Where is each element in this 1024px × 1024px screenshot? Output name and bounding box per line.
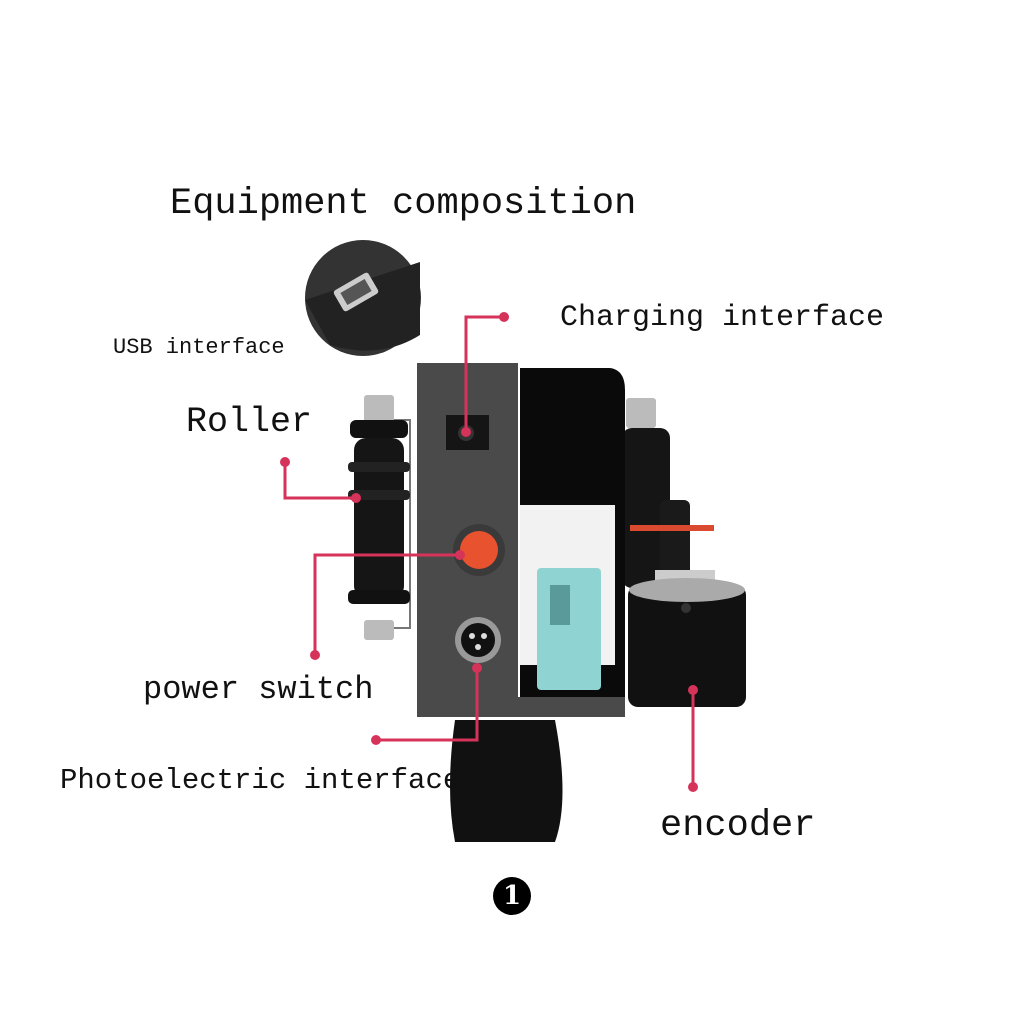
label-charging-interface: Charging interface [560,301,885,335]
figure-number-badge: 1 [493,877,531,915]
label-encoder: encoder [660,805,816,847]
handle [450,720,563,842]
label-usb-interface: USB interface [113,335,285,360]
usb-inset [305,240,421,356]
callout-dots [280,312,698,792]
encoder-wheel [628,578,746,707]
label-roller: Roller [186,402,313,442]
title: Equipment composition [170,183,637,225]
right-roller [622,398,715,588]
callout-lines [283,315,695,787]
left-roller [348,395,411,640]
label-photoelectric-interface: Photoelectric interface [60,764,461,797]
power-button [460,531,498,569]
label-power-switch: power switch [143,671,374,708]
